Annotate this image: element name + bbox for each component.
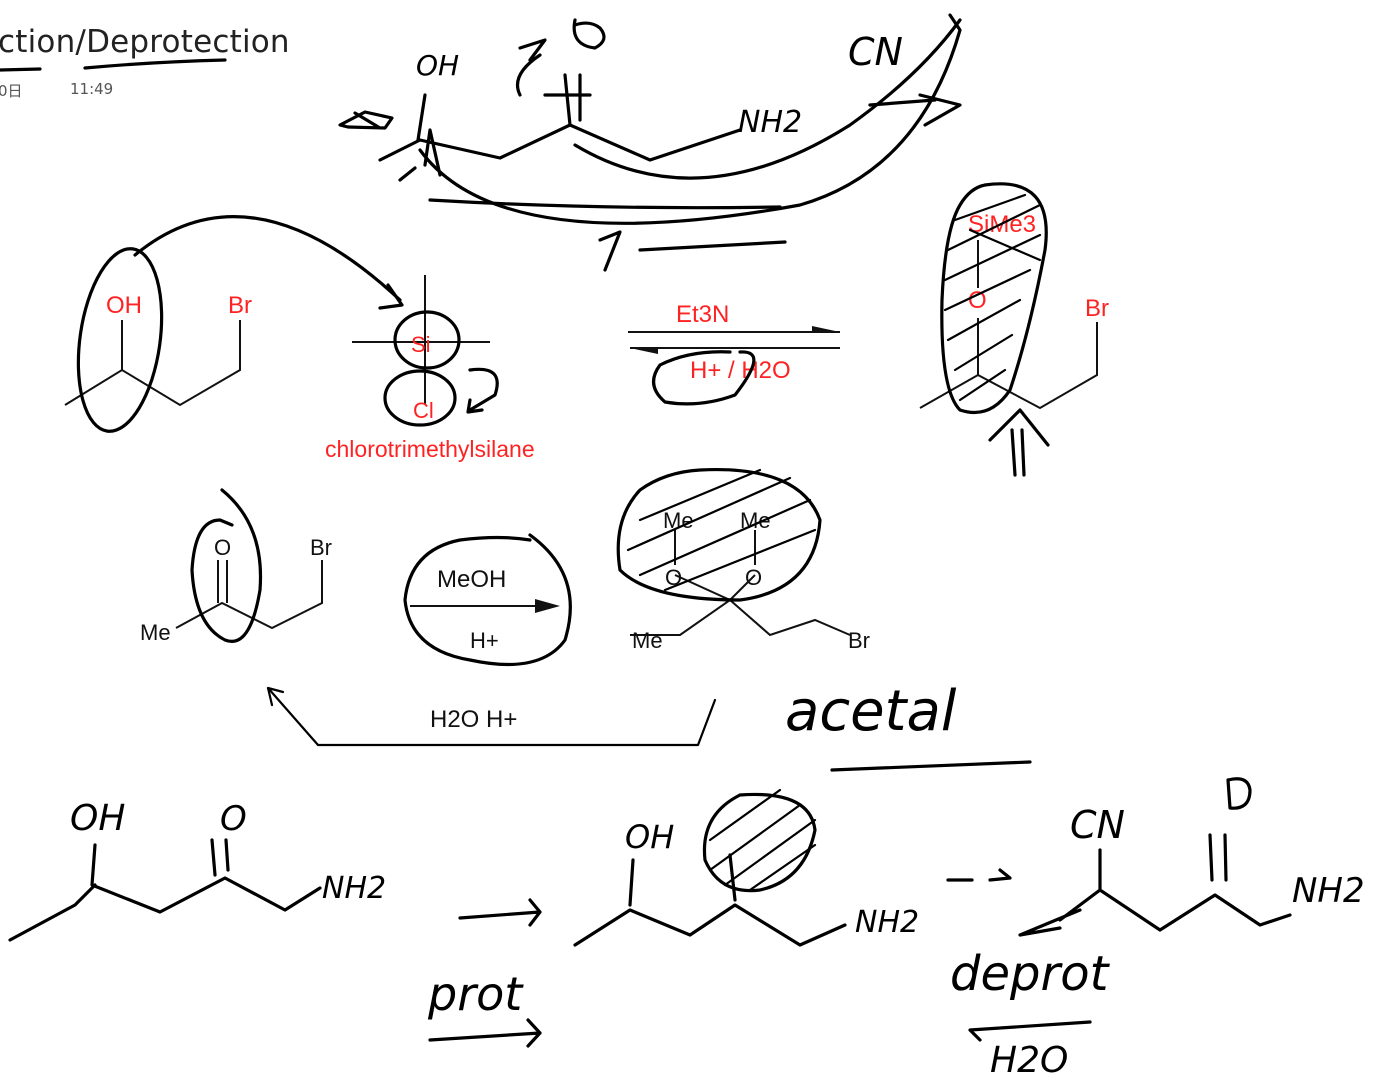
bottom-oh-ink: OH [70,798,125,839]
prot-label: prot [427,967,524,1021]
reaction2-reverse-arrow[interactable]: H2O H+ [266,686,717,747]
reaction1-arrows[interactable]: Et3N H+ / H2O [628,301,840,406]
deprot-arrow: deprot H2O [946,868,1111,1081]
reaction1-product: SiMe3 O Br [919,182,1109,477]
h2o-ink: H2O [990,1040,1068,1081]
r2-forward-bottom: H+ [470,628,499,653]
r1-br-label: Br [228,292,252,319]
page-title: ction/Deprotection [0,24,290,60]
reaction2-ketone: O Me Br [140,488,332,645]
title-underline-ink [0,58,227,72]
date-label: 0日 [0,82,23,100]
r2-product-me3: Me [632,628,663,653]
r1-cl-label: Cl [413,398,434,423]
acetal-note-ink: acetal [785,679,1032,772]
r2-forward-top: MeOH [437,566,506,593]
right-cn-ink: CN [1070,803,1125,847]
r1-forward-condition: Et3N [676,301,729,328]
mid-nh2-ink: NH2 [855,905,919,940]
top-sketch: OH NH2 CN [338,13,962,272]
reaction1-reagent: Si Cl chlorotrimethylsilane [325,275,535,462]
r2-reverse-condition: H2O H+ [430,706,517,733]
r2-product-o2: O [745,565,762,590]
right-nh2-ink: NH2 [1292,871,1365,911]
reaction1-alcohol: OH Br [64,215,404,433]
mid-oh-ink: OH [625,818,674,856]
bottom-o-ink: O [220,799,247,839]
r2-br-label: Br [310,535,332,560]
reaction2-forward-arrow[interactable]: MeOH H+ [403,533,572,667]
r1-oh-label: OH [106,292,142,319]
bottom-nh2-ink: NH2 [322,871,386,906]
r2-product-br: Br [848,628,870,653]
bottom-mid-molecule: OH NH2 [573,788,919,947]
deprot-label: deprot [950,946,1111,1002]
bottom-left-molecule: OH O NH2 [8,798,386,942]
r1-reagent-name: chlorotrimethylsilane [325,436,535,462]
r1-product-br: Br [1085,295,1109,322]
r1-si-label: Si [411,332,431,357]
r2-product-me1: Me [663,508,694,533]
top-nh2-ink: NH2 [738,105,802,140]
r1-reverse-condition: H+ / H2O [690,357,791,384]
acetal-label: acetal [785,679,957,744]
top-oh-ink: OH [416,49,459,82]
r2-me-label: Me [140,620,171,645]
time-label: 11:49 [70,80,114,98]
reaction2-acetal: Me Me O O Me Br [616,467,870,653]
top-cn-ink: CN [848,30,903,74]
prot-arrow: prot [427,898,542,1048]
bottom-right-molecule: CN NH2 [1058,777,1365,932]
r2-o-label: O [214,535,231,560]
